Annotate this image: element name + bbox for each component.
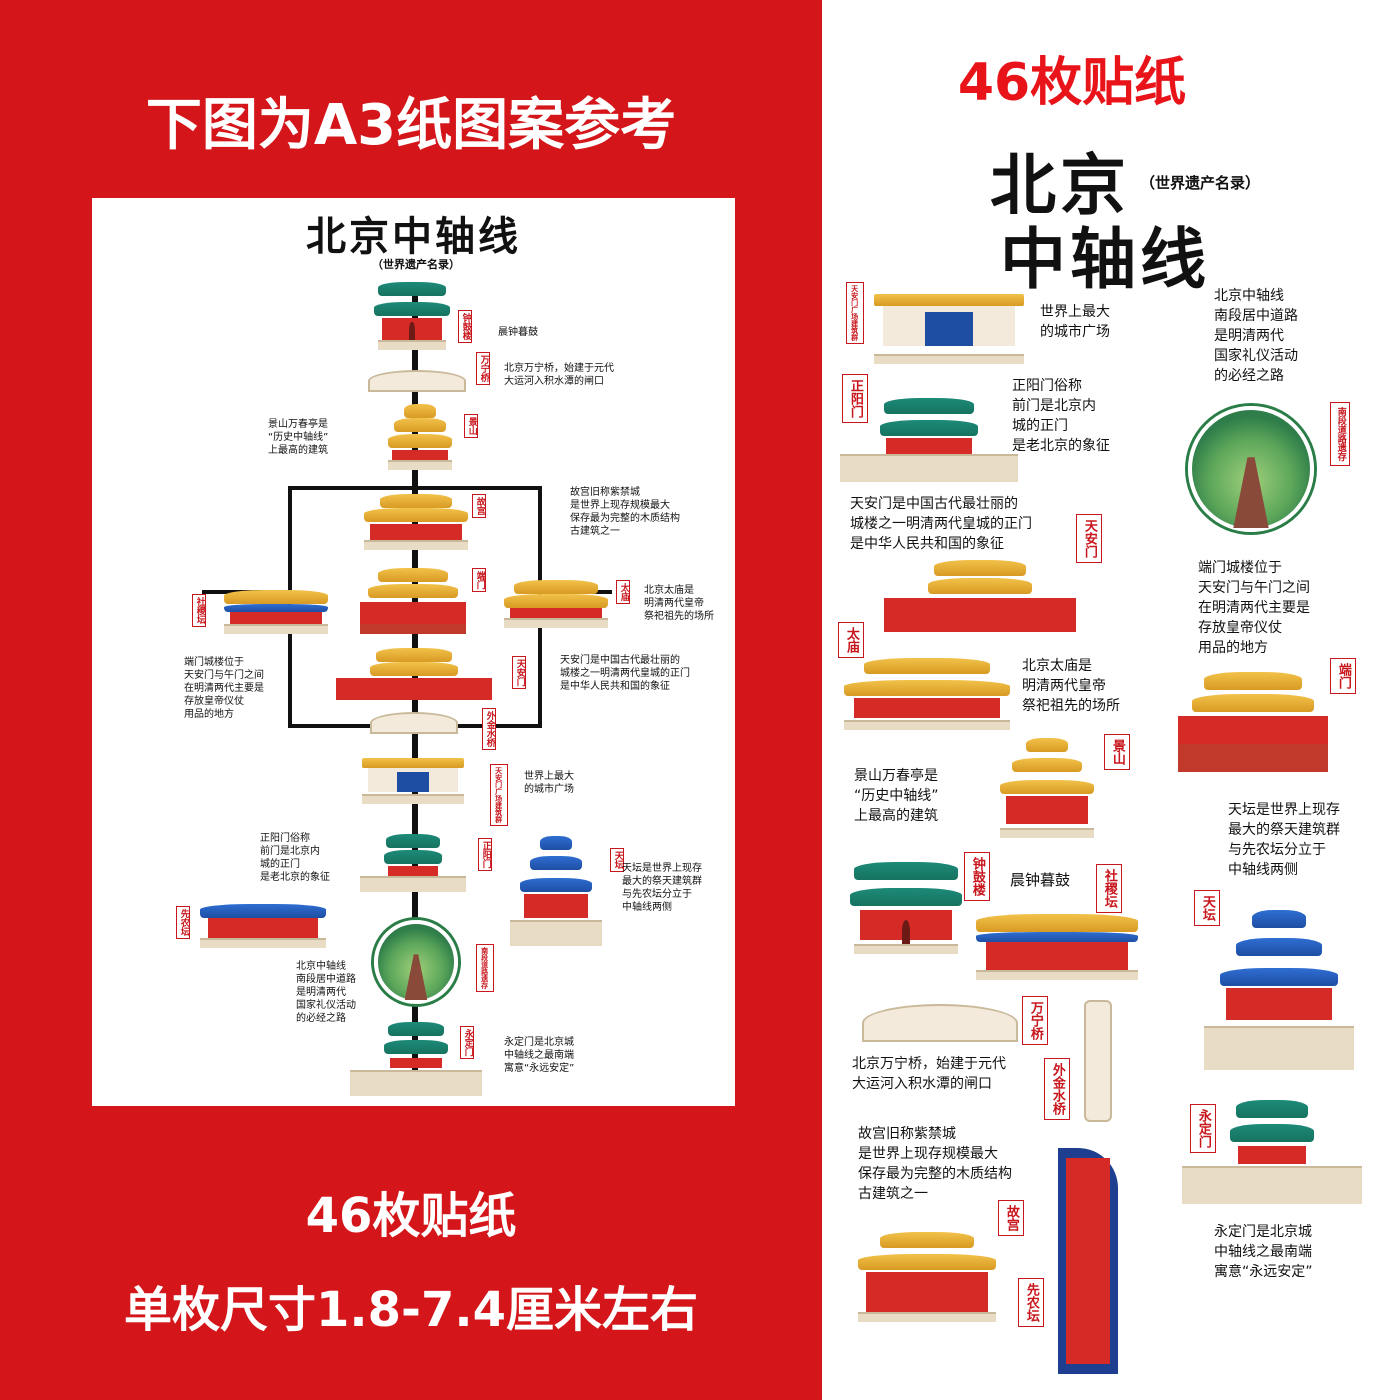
- tiantan-image: [510, 830, 602, 946]
- yongdingmen-image: [350, 1022, 482, 1096]
- text-tiananmen: 天安门是中国古代最壮丽的 城楼之一明清两代皇城的正门 是中华人民共和国的象征: [560, 655, 690, 692]
- poster-subtitle: （世界遗产名录）: [372, 258, 460, 271]
- gugong-image: [364, 494, 468, 550]
- label-tiananmen: 天安门: [512, 656, 526, 689]
- sticker-waijinshui-bridge: [1084, 1000, 1112, 1122]
- label-wanningqiao: 万宁桥: [476, 352, 490, 385]
- sticker-gugong: [858, 1232, 996, 1322]
- text-gugong: 故宫旧称紫禁城 是世界上现存规模最大 保存最为完整的木质结构 古建筑之一: [570, 487, 680, 537]
- sheet-title-2: 中轴线: [1000, 221, 1210, 298]
- label-duanmen: 端门: [472, 568, 486, 592]
- sticker-shejitan: [976, 914, 1138, 980]
- sticker-text-gugong: 故宫旧称紫禁城 是世界上现存规模最大 保存最为完整的木质结构 古建筑之一: [858, 1126, 1012, 1202]
- sticker-text-yongdingmen: 永定门是北京城 中轴线之最南端 寓意“永远安定”: [1214, 1224, 1313, 1280]
- memorial-hall-image: [362, 758, 464, 804]
- sticker-text-zhengyangmen: 正阳门俗称 前门是北京内 城的正门 是老北京的象征: [1012, 378, 1110, 454]
- sticker-label-yongdingmen: 永定门: [1190, 1104, 1216, 1153]
- left-panel: 下图为A3纸图案参考 北京中轴线 （世界遗产名录） 钟鼓楼 晨钟暮鼓 万宁桥 北…: [0, 0, 822, 1400]
- sticker-label-shejitan: 社稷坛: [1096, 864, 1122, 913]
- text-duanmen: 端门城楼位于 天安门与午门之间 在明清两代主要是 存放皇帝仪仗 用品的地方: [184, 657, 264, 720]
- sticker-label-zhonggulou: 钟鼓楼: [964, 852, 990, 901]
- sticker-label-zhengyangmen: 正阳门: [842, 374, 868, 423]
- left-header: 下图为A3纸图案参考: [145, 93, 677, 158]
- sticker-wanning-bridge: [862, 1004, 1018, 1042]
- sticker-duanmen: [1178, 672, 1328, 772]
- label-waijinshuiqiao: 外金水桥: [482, 708, 496, 750]
- sticker-label-waijinshuiqiao: 外金水桥: [1044, 1058, 1070, 1120]
- sticker-tiantan: [1204, 896, 1354, 1070]
- sticker-text-tiantan: 天坛是世界上现存 最大的祭天建筑群 与先农坛分立于 中轴线两侧: [1228, 802, 1340, 878]
- duanmen-image: [360, 568, 466, 634]
- label-square: 天安门广场建筑群: [490, 764, 508, 826]
- left-footer-count: 46枚贴纸: [305, 1188, 517, 1244]
- text-zhonggulou: 晨钟暮鼓: [498, 327, 538, 338]
- sticker-palace-plan: [1058, 1148, 1118, 1374]
- label-shejitan: 社稷坛: [192, 594, 206, 627]
- sticker-sheet: 46枚贴纸 北京 （世界遗产名录） 中轴线 天安门广场建筑群 世界上最大 的城市…: [822, 0, 1400, 1400]
- sticker-text-duanmen: 端门城楼位于 天安门与午门之间 在明清两代主要是 存放皇帝仪仗 用品的地方: [1198, 560, 1310, 656]
- sticker-zhonggulou: [850, 862, 962, 954]
- sticker-memorial-hall: [874, 294, 1024, 364]
- zhengyangmen-image: [360, 834, 466, 892]
- label-xiannongtan: 先农坛: [176, 906, 190, 939]
- label-jingshan: 景山: [464, 414, 478, 438]
- text-nanduan: 北京中轴线 南段居中道路 是明清两代 国家礼仪活动 的必经之路: [296, 961, 356, 1024]
- jingshan-pavilion-image: [388, 404, 452, 470]
- sticker-label-tiantan: 天坛: [1194, 890, 1220, 926]
- text-jingshan: 景山万春亭是 “历史中轴线” 上最高的建筑: [268, 419, 329, 456]
- label-zhengyangmen: 正阳门: [478, 838, 492, 871]
- xiannongtan-image: [200, 904, 326, 948]
- sticker-text-taimiao: 北京太庙是 明清两代皇帝 祭祀祖先的场所: [1022, 658, 1120, 714]
- sticker-south-road: [1188, 406, 1314, 532]
- label-taimiao: 太庙: [616, 580, 630, 604]
- sticker-text-wanningqiao: 北京万宁桥，始建于元代 大运河入积水潭的闸口: [852, 1056, 1006, 1092]
- sticker-label-xiannongtan: 先农坛: [1018, 1278, 1044, 1327]
- sticker-label-gugong: 故宫: [998, 1200, 1024, 1236]
- sticker-taimiao: [844, 658, 1010, 730]
- text-wanningqiao: 北京万宁桥，始建于元代 大运河入积水潭的闸口: [504, 363, 614, 387]
- south-road-image: [374, 920, 458, 1004]
- right-header: 46枚贴纸: [957, 53, 1187, 113]
- sticker-text-tiananmen: 天安门是中国古代最壮丽的 城楼之一明清两代皇城的正门 是中华人民共和国的象征: [850, 496, 1032, 552]
- waijinshui-bridge-image: [370, 712, 458, 734]
- sticker-yongdingmen: [1182, 1100, 1362, 1204]
- label-tiantan: 天坛: [610, 848, 624, 872]
- text-taimiao: 北京太庙是 明清两代皇帝 祭祀祖先的场所: [644, 585, 714, 622]
- sticker-zhengyangmen: [840, 398, 1018, 482]
- text-square: 世界上最大 的城市广场: [524, 771, 574, 795]
- sticker-label-wanningqiao: 万宁桥: [1022, 996, 1048, 1045]
- sticker-label-duanmen: 端门: [1330, 658, 1356, 694]
- text-zhengyangmen: 正阳门俗称 前门是北京内 城的正门 是老北京的象征: [260, 833, 330, 883]
- bell-drum-tower-image: [374, 282, 450, 350]
- poster-preview: 北京中轴线 （世界遗产名录） 钟鼓楼 晨钟暮鼓 万宁桥 北京万宁桥，始建于元代 …: [92, 198, 735, 1106]
- sticker-label-square: 天安门广场建筑群: [846, 282, 864, 344]
- sticker-text-nanduan: 北京中轴线 南段居中道路 是明清两代 国家礼仪活动 的必经之路: [1214, 288, 1298, 384]
- label-yongdingmen: 永定门: [460, 1026, 474, 1059]
- sticker-label-tiananmen: 天安门: [1076, 514, 1102, 563]
- tiananmen-image: [336, 648, 492, 700]
- label-gugong: 故宫: [472, 494, 486, 518]
- sticker-label-jingshan: 景山: [1104, 734, 1130, 770]
- label-zhonggulou: 钟鼓楼: [458, 310, 472, 343]
- text-yongdingmen: 永定门是北京城 中轴线之最南端 寓意“永远安定”: [504, 1037, 575, 1074]
- taimiao-image: [504, 580, 608, 628]
- sticker-label-nanduan: 南段道路遗存: [1330, 402, 1350, 466]
- sticker-text-zhonggulou: 晨钟暮鼓: [1010, 871, 1071, 889]
- sticker-text-square: 世界上最大 的城市广场: [1040, 304, 1110, 340]
- text-tiantan: 天坛是世界上现存 最大的祭天建筑群 与先农坛分立于 中轴线两侧: [622, 863, 702, 913]
- sticker-label-taimiao: 太庙: [838, 622, 864, 658]
- sticker-jingshan: [1000, 738, 1094, 838]
- poster-title: 北京中轴线: [306, 214, 521, 260]
- sticker-tiananmen: [884, 560, 1076, 632]
- sticker-text-jingshan: 景山万春亭是 “历史中轴线” 上最高的建筑: [854, 768, 939, 824]
- wanning-bridge-image: [368, 370, 466, 392]
- label-nanduan: 南段道路遗存: [476, 944, 494, 992]
- shejitan-image: [224, 590, 328, 634]
- sheet-title-1: 北京: [990, 147, 1130, 224]
- sheet-title-paren: （世界遗产名录）: [1140, 174, 1261, 192]
- left-footer-size: 单枚尺寸1.8-7.4厘米左右: [124, 1282, 698, 1338]
